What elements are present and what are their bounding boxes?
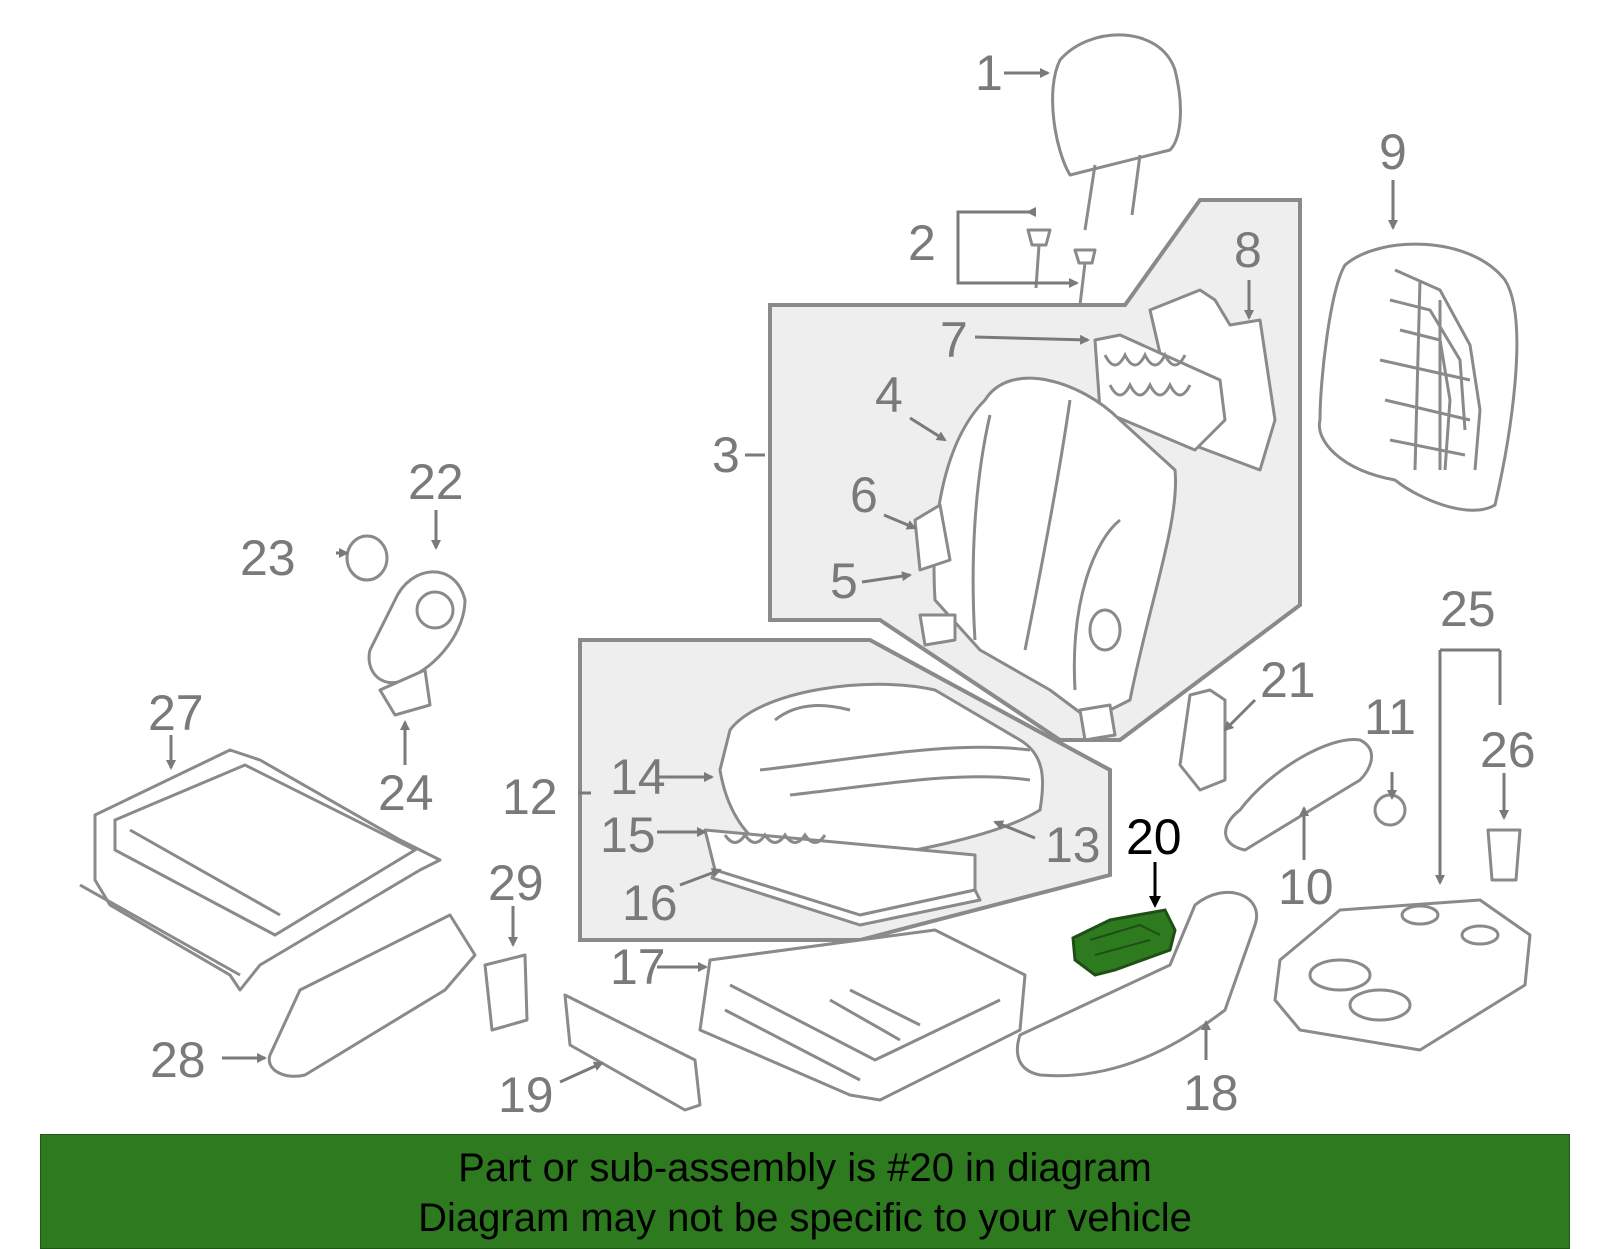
trim-panel-part [563,993,702,1112]
callout-19: 19 [498,1067,554,1123]
callout-4: 4 [875,367,903,423]
callout-6: 6 [850,467,878,523]
callout-7: 7 [940,312,968,368]
callout-1: 1 [975,45,1003,101]
headrest-part [1051,33,1182,231]
callout-18: 18 [1183,1065,1239,1121]
callout-24: 24 [378,765,434,821]
callout-13: 13 [1045,817,1101,873]
cup-holder-part [1486,828,1522,882]
callout-28: 28 [150,1032,206,1088]
banner-line-2: Diagram may not be specific to your vehi… [418,1196,1192,1240]
banner-line-1: Part or sub-assembly is #20 in diagram [458,1146,1152,1190]
callout-11: 11 [1364,689,1416,745]
headrest-guide-parts [1026,228,1097,306]
bracket-part [1178,688,1227,792]
callout-29: 29 [488,855,544,911]
info-banner: Part or sub-assembly is #20 in diagram D… [40,1134,1570,1249]
back-panel-part [1317,242,1519,512]
recliner-cover-parts [345,534,467,717]
callout-17: 17 [610,939,666,995]
side-cover-part [1016,890,1259,1078]
callout-25: 25 [1440,581,1496,637]
highlighted-part-20 [1071,908,1177,977]
callout-5: 5 [830,553,858,609]
callout-23: 23 [240,530,296,586]
callout-14: 14 [610,749,666,805]
track-cover-part [267,913,477,1078]
callout-9: 9 [1379,124,1407,180]
callout-27: 27 [148,685,204,741]
armrest-cap-part [1373,793,1407,827]
callout-10: 10 [1278,859,1334,915]
small-cover-part [483,953,529,1032]
seat-track-part [79,748,442,992]
callout-16: 16 [622,875,678,931]
callout-20: 20 [1126,809,1182,865]
callout-15: 15 [600,807,656,863]
callout-22: 22 [408,454,464,510]
callout-12: 12 [502,769,558,825]
callout-21: 21 [1260,652,1316,708]
cushion-frame-part [698,928,1027,1102]
callout-8: 8 [1234,222,1262,278]
callout-3: 3 [712,427,740,483]
console-part [1273,898,1532,1052]
seatback-part [913,376,1178,742]
cushion-mat-parts [703,828,982,927]
callout-2: 2 [908,215,936,271]
leader-arrows [166,68,1509,1084]
callout-26: 26 [1480,722,1536,778]
armrest-part [1224,738,1373,852]
